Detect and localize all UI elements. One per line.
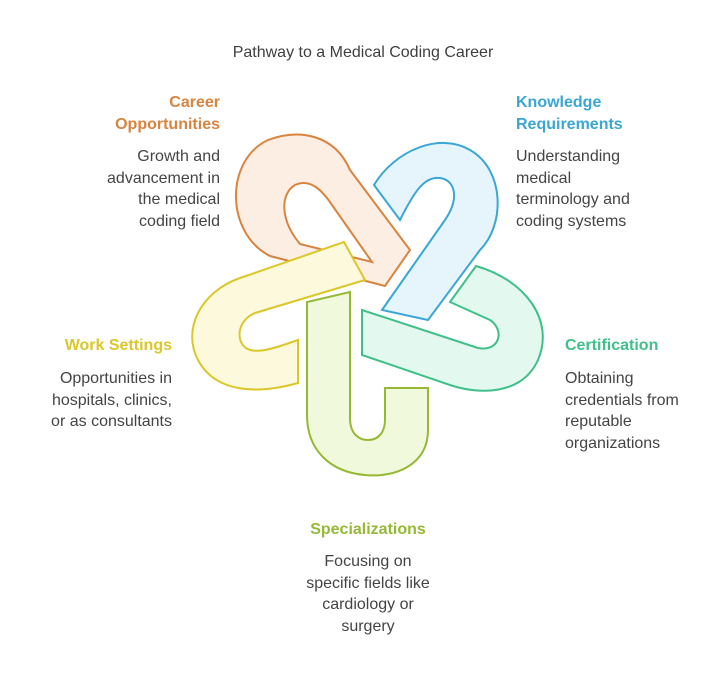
specializations-desc-line-3: cardiology or: [322, 596, 414, 613]
work-label: Work Settings: [64, 337, 172, 354]
knowledge-desc-line-1: Understanding: [516, 148, 621, 165]
career-description: Growth and advancement in the medical co…: [40, 146, 220, 232]
certification-desc-line-3: reputable: [565, 413, 632, 430]
diagram-title: Pathway to a Medical Coding Career: [232, 44, 494, 61]
certification-hook-shape: [361, 264, 544, 392]
specializations-desc-line-1: Focusing on: [324, 553, 412, 570]
knowledge-desc-line-2: medical: [516, 169, 572, 187]
career-desc-line-4: coding field: [139, 212, 220, 230]
certification-desc-line-1: Obtaining: [565, 370, 634, 387]
specializations-desc-line-2: specific fields like: [306, 574, 430, 592]
specializations-hook-shape: [306, 290, 429, 477]
career-desc-line-2: advancement in: [107, 169, 220, 187]
career-label-line-2: Opportunities: [115, 116, 220, 133]
knowledge-hook-shape: [372, 141, 499, 322]
certification-label: Certification: [565, 337, 659, 354]
certification-description: Obtaining credentials from reputable org…: [565, 368, 723, 454]
certification-desc-line-4: organizations: [565, 434, 661, 452]
career-hook-shape: [235, 133, 412, 288]
career-label: Career Opportunities: [60, 92, 220, 136]
specializations-label: Specializations: [310, 521, 426, 538]
career-desc-line-1: Growth and: [137, 148, 220, 165]
work-hook-shape: [191, 240, 367, 391]
knowledge-label: Knowledge Requirements: [516, 92, 716, 136]
specializations-desc-line-4: surgery: [341, 617, 395, 635]
knowledge-desc-line-3: terminology and: [516, 191, 630, 208]
certification-desc-line-2: credentials from: [565, 391, 679, 409]
specializations-description: Focusing on specific fields like cardiol…: [263, 551, 473, 637]
work-description: Opportunities in hospitals, clinics, or …: [12, 368, 172, 433]
knowledge-desc-line-4: coding systems: [516, 212, 627, 230]
knowledge-label-line-1: Knowledge: [516, 94, 602, 111]
knowledge-description: Understanding medical terminology and co…: [516, 146, 716, 232]
work-desc-line-2: hospitals, clinics,: [51, 391, 172, 409]
work-desc-line-3: or as consultants: [51, 413, 172, 430]
career-label-line-1: Career: [169, 94, 220, 111]
work-desc-line-1: Opportunities in: [59, 370, 172, 387]
knowledge-label-line-2: Requirements: [516, 116, 623, 133]
career-desc-line-3: the medical: [138, 191, 220, 208]
